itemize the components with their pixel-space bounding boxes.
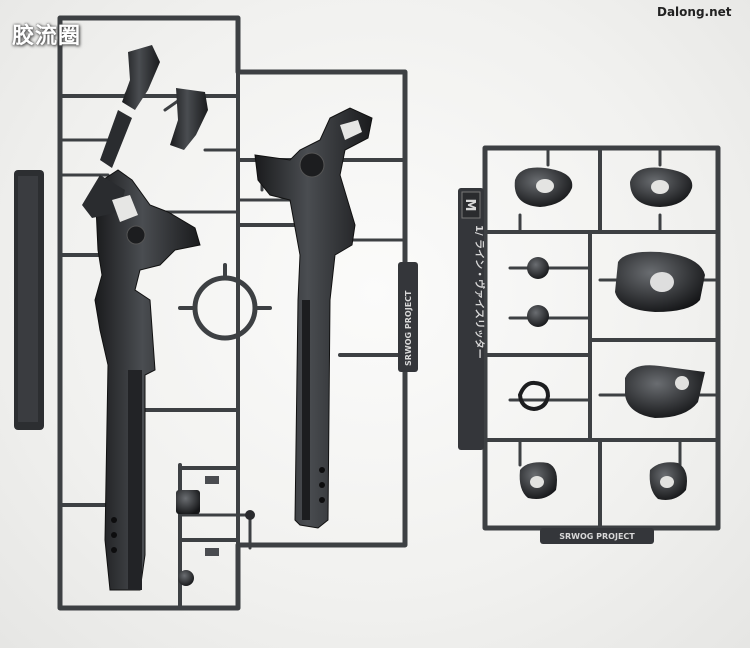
site-watermark-chinese: 胶流圈 [12,24,82,49]
right-runner-kit-name: 1/ ライン・ヴァイスリッター [473,225,486,359]
left-runner-tag: SRWOG PROJECT [398,262,418,372]
right-runner-label: SRWOG PROJECT [559,532,635,541]
ring-clip-part [517,380,551,412]
grip-part-top-left [122,45,160,110]
right-runner-name-plate: M 1/ ライン・ヴァイスリッター [458,188,486,450]
helmet-part [625,365,705,418]
site-watermark-english: Dalong.net [657,5,732,19]
runner-letter: M [462,199,477,212]
rifle-body-left [94,169,201,591]
right-runner-tag: SRWOG PROJECT [540,528,654,544]
left-runner-label: SRWOG PROJECT [404,290,413,366]
sprue-ring [192,275,258,341]
joint-ball-2 [527,305,549,327]
grip-part-top-right [170,88,208,150]
right-frame-outline [482,145,721,531]
right-small-parts [514,167,705,500]
joint-ball-1 [527,257,549,279]
right-sprue-frame: M 1/ ライン・ヴァイスリッター SRWOG PROJECT [458,145,721,544]
rifle-body-right [254,107,373,529]
left-gun-parts [82,45,373,591]
left-frame-outline [57,15,408,611]
small-ball-part [178,570,194,586]
left-sprue-frame: SRWOG PROJECT [14,15,418,611]
small-block-part [176,490,200,514]
